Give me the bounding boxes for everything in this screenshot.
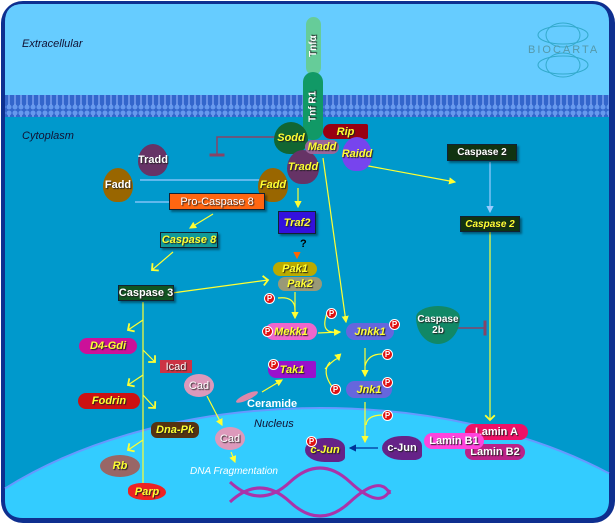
phospho-icon: P [382, 349, 393, 360]
traf2[interactable]: Traf2 [278, 211, 316, 234]
nucleus-label: Nucleus [254, 418, 294, 430]
dna-fragmentation-label: DNA Fragmentation [190, 466, 278, 477]
phospho-icon: P [330, 384, 341, 395]
biocarta-logo-text: BioCarta [528, 44, 600, 56]
jnk1[interactable]: Jnk1 [346, 381, 392, 398]
phospho-icon: P [306, 436, 317, 447]
caspase-2[interactable]: Caspase 2 [447, 144, 517, 161]
caspase-2-active[interactable]: Caspase 2 [460, 216, 520, 232]
phospho-icon: P [382, 377, 393, 388]
d4-gdi[interactable]: D4-Gdi [79, 338, 137, 354]
pro-caspase-8[interactable]: Pro-Caspase 8 [169, 193, 265, 210]
pak1[interactable]: Pak1 [273, 262, 317, 276]
caspase-3[interactable]: Caspase 3 [118, 285, 174, 301]
ceramide-icon [236, 391, 258, 403]
ceramide[interactable]: Ceramide [247, 398, 298, 410]
biocarta-logo [537, 22, 589, 78]
phospho-icon: P [268, 359, 279, 370]
extracellular-label: Extracellular [22, 38, 83, 50]
jnkk1[interactable]: Jnkk1 [346, 323, 394, 340]
tnf-r1[interactable]: Tnf R1 [303, 72, 323, 140]
fodrin[interactable]: Fodrin [78, 393, 140, 409]
tradd[interactable]: Tradd [138, 144, 168, 176]
raidd[interactable]: Raidd [342, 137, 372, 171]
tak1[interactable]: Tak1 [268, 361, 316, 378]
fadd[interactable]: Fadd [103, 168, 133, 202]
caspase-8[interactable]: Caspase 8 [160, 232, 218, 248]
cad-nucleus[interactable]: Cad [215, 427, 245, 450]
dna-pk[interactable]: Dna-Pk [151, 422, 199, 438]
unknown-link-question-mark: ? [300, 238, 307, 250]
phospho-icon: P [264, 293, 275, 304]
dna-helix-icon [228, 466, 392, 518]
pak2[interactable]: Pak2 [278, 277, 322, 291]
tnf-alpha[interactable]: Tnfα [306, 17, 321, 75]
phospho-icon: P [389, 319, 400, 330]
icad[interactable]: Icad [160, 360, 192, 373]
lamin-b1[interactable]: Lamin B1 [424, 433, 484, 449]
cytoplasm-label: Cytoplasm [22, 130, 74, 142]
parp[interactable]: Parp [128, 483, 166, 500]
rb[interactable]: Rb [100, 455, 140, 477]
tradd-complex[interactable]: Tradd [287, 150, 319, 184]
phospho-icon: P [382, 410, 393, 421]
rip[interactable]: Rip [323, 124, 368, 139]
madd[interactable]: Madd [305, 140, 339, 154]
mekk1[interactable]: Mekk1 [265, 323, 317, 340]
lamin-b2[interactable]: Lamin B2 [465, 444, 525, 460]
sodd[interactable]: Sodd [274, 122, 308, 154]
cad[interactable]: Cad [184, 374, 214, 397]
phospho-icon: P [262, 326, 273, 337]
phospho-icon: P [326, 308, 337, 319]
c-jun[interactable]: c-Jun [382, 436, 422, 460]
